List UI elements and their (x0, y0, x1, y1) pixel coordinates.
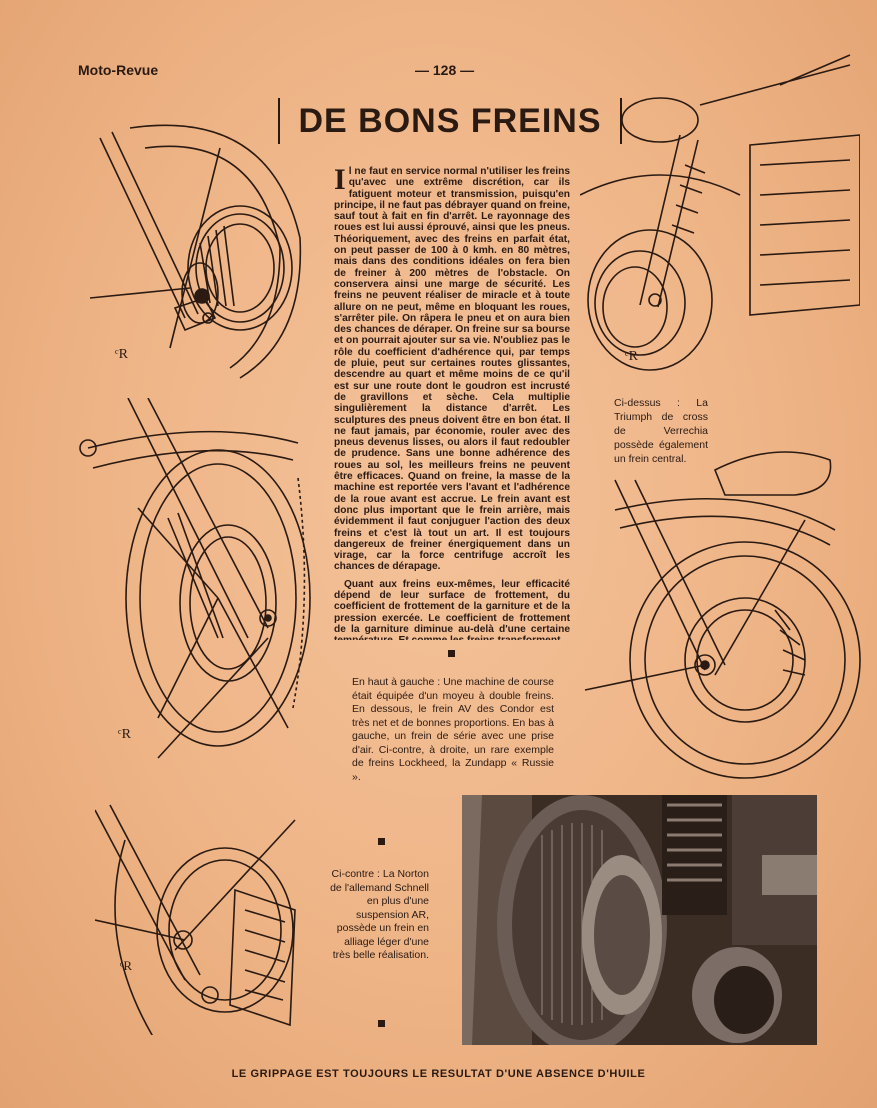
caption-marker-1 (448, 650, 455, 657)
artist-signature-1: ᶜR (115, 347, 129, 362)
magazine-name: Moto-Revue (78, 62, 159, 78)
caption-middle: En haut à gauche : Une machine de course… (352, 676, 554, 783)
illustration-triumph-central-brake: ᶜR (580, 54, 860, 371)
caption-marker-2 (378, 838, 385, 845)
illustration-condor-front-brake: ᶜR (79, 398, 311, 759)
illustration-norton-brake: ᶜR (95, 804, 296, 1035)
caption-bottom: Ci-contre : La Norton de l'allemand Schn… (330, 868, 429, 961)
photo-norton-brake-shapes (462, 795, 817, 1045)
caption-marker-3 (378, 1020, 385, 1027)
article-title: DE BONS FREINS (298, 101, 602, 140)
paragraph-1-text: l ne faut en service normal n'utiliser l… (334, 166, 570, 573)
photo-norton-brake (462, 795, 817, 1045)
article-paragraph-2: Quant aux freins eux-mêmes, leur efficac… (334, 578, 570, 640)
illustration-zundapp-lockheed (584, 451, 861, 779)
artist-signature-2: ᶜR (118, 727, 132, 742)
artist-signature-4: ᶜR (120, 958, 132, 973)
page-number: — 128 — (415, 62, 475, 78)
title-box: DE BONS FREINS (278, 98, 622, 144)
drop-cap: I (334, 166, 346, 196)
artist-signature-3: ᶜR (625, 349, 639, 364)
caption-top-right: Ci-dessus : La Triumph de cross de Verre… (614, 397, 708, 465)
illustration-double-brake-hub: ᶜR (90, 124, 302, 379)
page-footer: LE GRIPPAGE EST TOUJOURS LE RESULTAT D'U… (231, 1068, 646, 1080)
